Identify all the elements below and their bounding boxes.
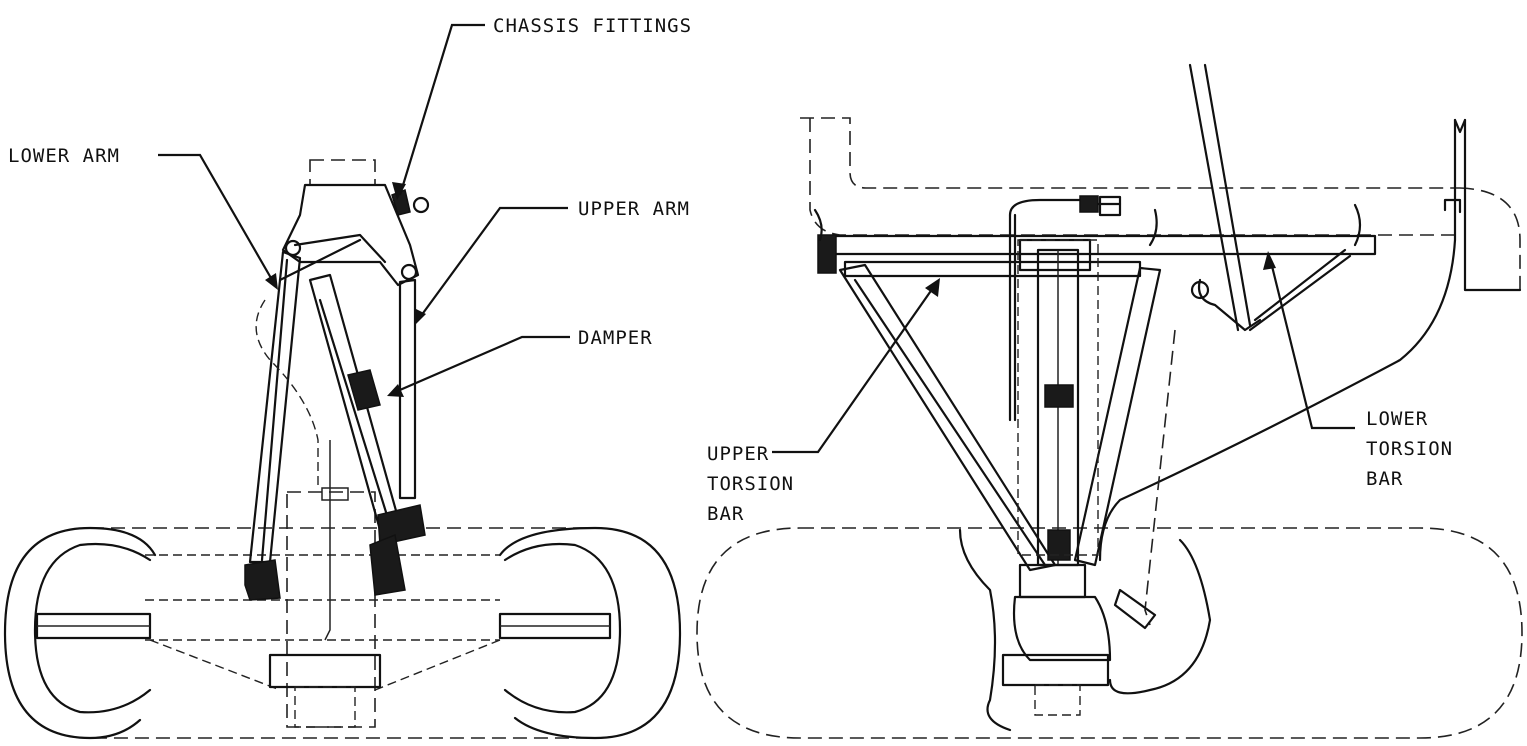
svg-text:TORSION: TORSION xyxy=(707,473,794,495)
svg-text:BAR: BAR xyxy=(1366,468,1403,490)
chassis-frame xyxy=(800,117,1460,189)
label-upper-arm: UPPER ARM xyxy=(578,198,690,220)
left-tyre-outer-right xyxy=(498,526,682,740)
right-wheel-outline xyxy=(696,527,1523,739)
upper-arm-member xyxy=(398,278,417,500)
left-hub-dashed xyxy=(286,491,376,728)
label-upper-torsion-bar: UPPER TORSION BAR xyxy=(707,443,794,525)
leader-damper xyxy=(392,335,570,395)
svg-text:BAR: BAR xyxy=(707,503,744,525)
left-wheel-outline xyxy=(4,527,681,739)
left-tyre-inner-left xyxy=(33,542,152,714)
left-leaders xyxy=(158,23,570,397)
leader-lower-torsion-bar xyxy=(1268,257,1355,430)
svg-text:TORSION: TORSION xyxy=(1366,438,1453,460)
label-damper: DAMPER xyxy=(578,327,653,349)
svg-text:UPPER: UPPER xyxy=(707,443,769,465)
damper-collar xyxy=(347,369,381,411)
a-frame-right-leg xyxy=(1073,266,1162,567)
left-tyre-lobe-left xyxy=(3,526,157,740)
leader-chassis-fittings xyxy=(398,23,485,196)
chassis-box xyxy=(309,159,376,186)
lower-torsion-bar-shape xyxy=(833,234,1377,256)
leader-upper-torsion-bar xyxy=(772,284,936,454)
label-lower-arm: LOWER ARM xyxy=(8,145,120,167)
damper-foot xyxy=(369,533,406,596)
svg-text:LOWER: LOWER xyxy=(1366,408,1428,430)
left-view-front-elevation xyxy=(3,159,682,740)
right-leaders xyxy=(772,251,1355,454)
left-tyre-lobe-right xyxy=(503,542,622,714)
right-view-side-elevation xyxy=(696,63,1523,739)
label-lower-torsion-bar: LOWER TORSION BAR xyxy=(1366,408,1453,490)
lower-arm-foot xyxy=(244,559,281,601)
upper-torsion-bar-shape xyxy=(843,260,1142,278)
leader-upper-arm xyxy=(417,206,568,321)
leader-lower-arm xyxy=(158,153,276,286)
label-chassis-fittings: CHASSIS FITTINGS xyxy=(493,15,692,37)
chassis-fitting-bolt xyxy=(412,196,430,214)
